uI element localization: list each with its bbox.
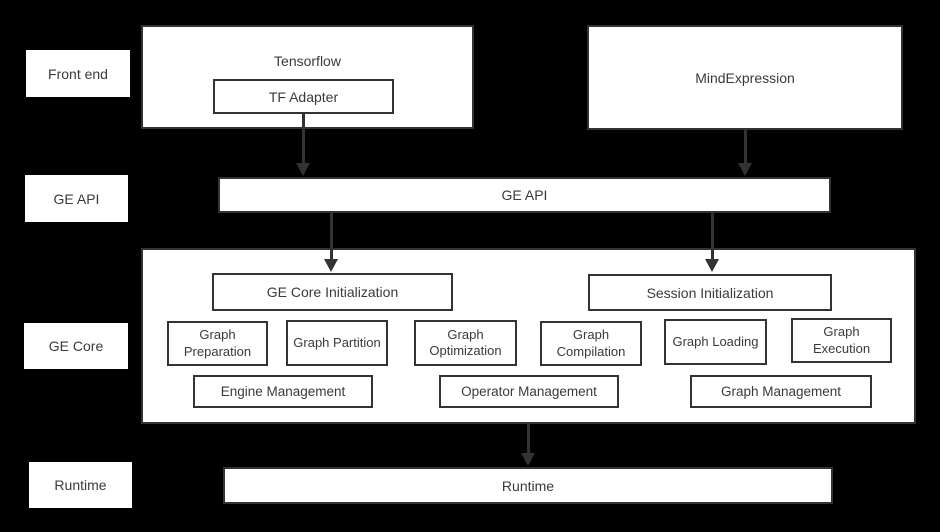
module-label-graph-loading: Graph Loading xyxy=(672,333,759,349)
arrow-ge-api-to-ge-core-initialization xyxy=(329,213,333,259)
arrow-tf-adapter-to-ge-api xyxy=(301,114,305,163)
module-box-graph-execution: Graph Execution xyxy=(791,318,892,363)
side-label-ge-api: GE API xyxy=(25,175,128,222)
ge-core-box: GE Core Initialization Session Initializ… xyxy=(141,248,916,424)
session-initialization-box: Session Initialization xyxy=(588,274,832,311)
tensorflow-box: Tensorflow TF Adapter xyxy=(141,25,474,129)
module-box-graph-preparation: Graph Preparation xyxy=(167,321,268,366)
module-label-graph-preparation: Graph Preparation xyxy=(183,327,252,359)
side-label-ge-api-text: GE API xyxy=(53,190,100,207)
side-label-ge-core: GE Core xyxy=(24,323,128,369)
tf-adapter-label: TF Adapter xyxy=(268,88,339,105)
mindexpression-box: MindExpression xyxy=(587,25,903,130)
runtime-bar: Runtime xyxy=(223,467,833,504)
management-box-graph: Graph Management xyxy=(690,375,872,408)
side-label-runtime-text: Runtime xyxy=(54,477,107,493)
side-label-front-end-text: Front end xyxy=(48,65,108,82)
module-label-graph-partition: Graph Partition xyxy=(293,334,381,350)
tensorflow-title: Tensorflow xyxy=(274,53,341,69)
management-label-engine: Engine Management xyxy=(220,384,346,399)
session-initialization-label: Session Initialization xyxy=(646,284,774,301)
mindexpression-label: MindExpression xyxy=(695,69,795,86)
ge-core-initialization-box: GE Core Initialization xyxy=(212,273,453,311)
module-label-graph-optimization: Graph Optimization xyxy=(429,326,502,358)
tf-adapter-box: TF Adapter xyxy=(213,79,394,114)
management-label-graph: Graph Management xyxy=(720,384,842,399)
side-label-runtime: Runtime xyxy=(29,462,132,508)
module-box-graph-optimization: Graph Optimization xyxy=(414,320,517,366)
module-box-graph-loading: Graph Loading xyxy=(664,319,767,365)
module-label-graph-execution: Graph Execution xyxy=(812,324,871,356)
arrow-mindexpression-to-ge-api xyxy=(743,130,747,163)
module-box-graph-partition: Graph Partition xyxy=(286,320,388,366)
management-box-operator: Operator Management xyxy=(439,375,619,408)
arrow-ge-core-to-runtime xyxy=(526,424,530,453)
ge-core-initialization-label: GE Core Initialization xyxy=(266,284,399,300)
runtime-bar-label: Runtime xyxy=(501,477,555,494)
ge-api-bar: GE API xyxy=(218,177,831,213)
arrow-ge-api-to-session-initialization xyxy=(710,213,714,259)
module-label-graph-compilation: Graph Compilation xyxy=(556,327,626,359)
side-label-ge-core-text: GE Core xyxy=(48,338,104,354)
side-label-front-end: Front end xyxy=(26,50,130,97)
management-box-engine: Engine Management xyxy=(193,375,373,408)
ge-api-bar-label: GE API xyxy=(501,187,548,203)
management-label-operator: Operator Management xyxy=(461,384,597,399)
module-box-graph-compilation: Graph Compilation xyxy=(540,321,642,366)
